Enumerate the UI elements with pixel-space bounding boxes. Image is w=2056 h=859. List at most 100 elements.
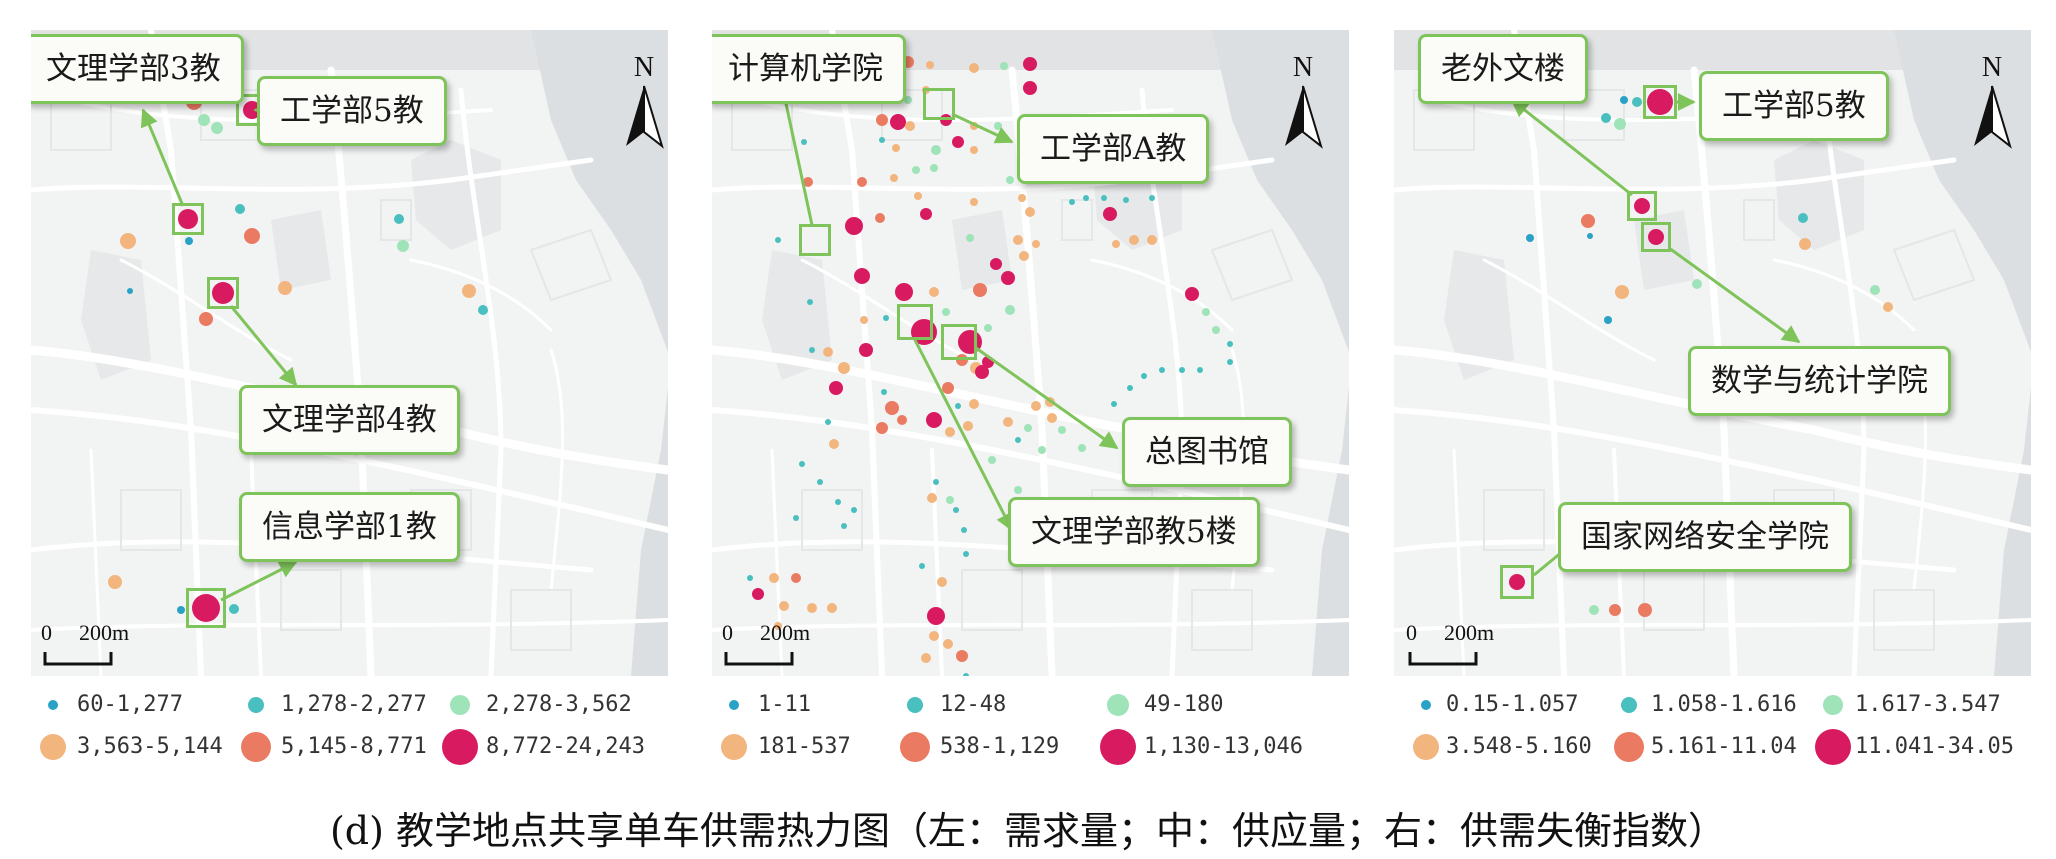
map-point [807, 603, 817, 613]
map-point [1015, 437, 1021, 443]
map-point [961, 527, 967, 533]
map-point [876, 114, 888, 126]
map-point [1023, 57, 1037, 71]
map-point [838, 362, 850, 374]
map-point [1103, 207, 1117, 221]
map-point [904, 96, 912, 104]
map-point [876, 422, 888, 434]
map-point [1632, 97, 1642, 107]
map-point [970, 146, 978, 154]
callout-label: 文理学部教5楼 [1008, 497, 1260, 567]
map-point [127, 288, 133, 294]
map-point [845, 217, 863, 235]
legend-label: 1,278-2,277 [281, 692, 427, 717]
legend-symbol [1614, 732, 1644, 762]
legend-label: 1.058-1.616 [1651, 692, 1797, 717]
map-point [1526, 234, 1534, 242]
map-point [1013, 235, 1023, 245]
legend-symbol [1100, 729, 1136, 765]
map-point [185, 237, 193, 245]
map-point [775, 237, 781, 243]
map-point [211, 122, 223, 134]
map-point [897, 415, 907, 425]
map-point [807, 299, 813, 305]
map-point [937, 577, 947, 587]
map-point [1083, 195, 1089, 201]
map-point [198, 114, 210, 126]
map-point [942, 382, 954, 394]
map-point [1147, 235, 1157, 245]
legend-label: 5,145-8,771 [281, 734, 427, 759]
map-point [779, 601, 789, 611]
map-point [817, 479, 823, 485]
legend-symbol [48, 700, 58, 710]
map-point [774, 622, 782, 630]
legend-label: 8,772-24,243 [486, 734, 645, 759]
map-point [1581, 214, 1595, 228]
legend-symbol [241, 732, 271, 762]
map-point [1038, 446, 1046, 454]
scale-distance: 200m [1444, 620, 1495, 645]
map-point [963, 421, 973, 431]
legend-symbol [721, 734, 747, 760]
map-point [1024, 424, 1032, 432]
legend-label: 1-11 [758, 692, 811, 717]
legend-label: 2,278-3,562 [486, 692, 632, 717]
map-point [946, 496, 954, 504]
map-point [1149, 195, 1155, 201]
map-point [1101, 195, 1107, 201]
highlight-box [207, 277, 239, 309]
callout-label: 国家网络安全学院 [1558, 502, 1852, 572]
legend-symbol [1621, 697, 1637, 713]
scale-zero: 0 [41, 620, 52, 645]
map-point [988, 456, 996, 464]
map-point [1005, 305, 1015, 315]
legend-label: 5.161-11.04 [1651, 734, 1797, 759]
map-point [827, 603, 837, 613]
map-point-highlighted [192, 594, 220, 622]
legend-imbalance: 0.15-1.057 1.058-1.616 1.617-3.547 3.548… [1394, 690, 2034, 790]
map-point [1870, 285, 1880, 295]
map-point [478, 305, 488, 315]
map-point [1159, 367, 1165, 373]
map-point [1227, 341, 1233, 347]
map-point-highlighted [1647, 89, 1673, 115]
map-point [881, 389, 887, 395]
legend-symbol [1823, 695, 1843, 715]
legend-supply: 1-11 12-48 49-180 181-537 538-1,129 1,13… [712, 690, 1352, 790]
map-point [956, 650, 968, 662]
legend-label: 60-1,277 [77, 692, 183, 717]
north-arrow: N [1964, 52, 2020, 162]
map-point [1799, 238, 1811, 250]
legend-symbol [1815, 729, 1851, 765]
scale-distance: 200m [760, 620, 811, 645]
map-point [994, 122, 1002, 130]
legend-symbol [1421, 700, 1431, 710]
legend-symbol [40, 734, 66, 760]
map-point [1032, 240, 1040, 248]
map-point [926, 412, 942, 428]
highlight-box [186, 588, 226, 628]
map-point [1001, 271, 1015, 285]
map-point [851, 507, 857, 513]
map-point [825, 419, 831, 425]
map-point [1601, 113, 1611, 123]
map-point [905, 121, 915, 131]
map-point [942, 308, 950, 316]
map-point [1031, 401, 1041, 411]
highlight-box [1643, 85, 1677, 119]
map-point [397, 240, 409, 252]
map-point [955, 403, 961, 409]
map-point [890, 174, 898, 182]
callout-label: 计算机学院 [712, 34, 906, 104]
map-point [1609, 604, 1621, 616]
map-point [1202, 308, 1210, 316]
map-panel-demand: 文理学部3教 工学部5教 文理学部4教 信息学部1教 N 0 200m [31, 30, 668, 676]
map-point [860, 316, 868, 324]
legend-symbol [729, 700, 739, 710]
figure-caption: (d) 教学地点共享单车供需热力图（左：需求量；中：供应量；右：供需失衡指数） [329, 809, 1727, 853]
map-point [970, 122, 978, 130]
map-point [829, 439, 839, 449]
north-arrow: N [1275, 52, 1331, 162]
map-point [973, 283, 987, 297]
